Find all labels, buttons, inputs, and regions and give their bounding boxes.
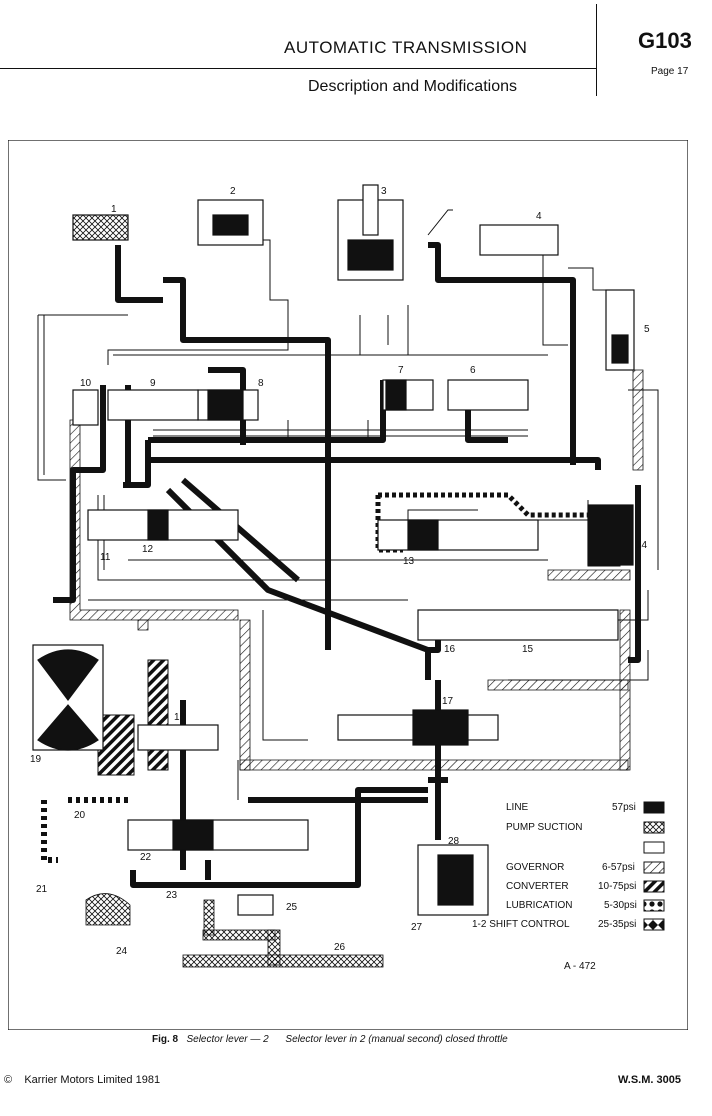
label-12: 12 <box>142 544 154 555</box>
component-5-valve <box>605 289 635 371</box>
label-14: 14 <box>636 540 648 551</box>
label-25: 25 <box>286 902 298 913</box>
document-code: G103 <box>638 28 692 53</box>
label-21: 21 <box>36 884 48 895</box>
label-16: 16 <box>444 644 456 655</box>
label-7: 7 <box>398 365 404 376</box>
header-divider <box>596 4 597 96</box>
legend-line-value: 57psi <box>612 802 636 813</box>
label-8: 8 <box>258 378 264 389</box>
label-18: 18 <box>174 712 186 723</box>
label-4: 4 <box>536 211 542 222</box>
label-6: 6 <box>470 365 476 376</box>
legend-line-swatch <box>643 801 665 814</box>
legend-shift-value: 25-35psi <box>598 919 636 930</box>
legend-converter-name: CONVERTER <box>506 881 569 892</box>
label-1: 1 <box>111 204 117 215</box>
legend-lubrication-name: LUBRICATION <box>506 900 573 911</box>
component-4-reservoir <box>479 224 559 256</box>
legend-shift-name: 1-2 SHIFT CONTROL <box>472 919 570 930</box>
footer-copyright: © Karrier Motors Limited 1981 <box>4 1074 160 1086</box>
label-23: 23 <box>166 890 178 901</box>
governor-lines <box>69 369 644 771</box>
component-25 <box>237 894 274 916</box>
section-subtitle: Description and Modifications <box>308 78 517 95</box>
legend-governor-name: GOVERNOR <box>506 862 564 873</box>
label-28: 28 <box>448 836 460 847</box>
page-number: Page 17 <box>651 66 689 77</box>
label-10: 10 <box>80 378 92 389</box>
hydraulic-circuit-diagram: 1 2 3 4 5 6 7 8 9 10 11 12 13 14 15 16 1… <box>8 140 688 1030</box>
valve-6 <box>447 379 529 411</box>
label-22: 22 <box>140 852 152 863</box>
valve-18 <box>137 724 219 751</box>
figure-number: Fig. 8 <box>152 1034 179 1045</box>
section-title: AUTOMATIC TRANSMISSION <box>284 38 528 57</box>
label-20: 20 <box>74 810 86 821</box>
legend-suction-name: PUMP SUCTION <box>506 822 583 833</box>
legend-governor-value: 6-57psi <box>602 862 635 873</box>
figure-caption: Fig. 8 Selector lever — 2 Selector lever… <box>152 1034 508 1045</box>
label-27: 27 <box>411 922 423 933</box>
legend-converter-value: 10-75psi <box>598 881 636 892</box>
valve-13 <box>377 519 539 551</box>
component-1-accumulator <box>72 214 129 241</box>
line-pressure-pipes <box>53 242 641 888</box>
label-13: 13 <box>403 556 415 567</box>
valve-9 <box>107 389 199 421</box>
copyright-symbol: © <box>4 1074 13 1086</box>
header-rule <box>0 68 596 69</box>
legend-governor-swatch <box>643 861 665 874</box>
manual-reference: W.S.M. 3005 <box>618 1074 681 1086</box>
label-19: 19 <box>30 754 42 765</box>
label-26: 26 <box>334 942 346 953</box>
label-17: 17 <box>442 696 454 707</box>
legend-lubrication-value: 5-30psi <box>604 900 637 911</box>
legend-lubrication-swatch <box>643 899 665 912</box>
pump-suction <box>85 893 384 968</box>
caption-part-1: Selector lever — 2 <box>186 1034 269 1045</box>
legend-line-name: LINE <box>506 802 529 813</box>
valve-14 <box>587 504 634 566</box>
valve-10 <box>72 389 99 426</box>
pressure-legend: LINE 57psi PUMP SUCTION GOVERNOR 6-57psi… <box>472 801 665 931</box>
label-5: 5 <box>644 324 650 335</box>
label-9: 9 <box>150 378 156 389</box>
legend-shift-swatch <box>643 918 665 931</box>
figure-reference: A - 472 <box>564 961 596 972</box>
company-name: Karrier Motors Limited 1981 <box>24 1074 161 1086</box>
valve-15-16 <box>417 609 619 641</box>
legend-suction-swatch <box>643 821 665 834</box>
components <box>32 184 635 916</box>
legend-exhaust-swatch <box>643 841 665 854</box>
legend-converter-swatch <box>643 880 665 893</box>
label-2: 2 <box>230 186 236 197</box>
component-labels: 1 2 3 4 5 6 7 8 9 10 11 12 13 14 15 16 1… <box>30 186 650 972</box>
label-11: 11 <box>100 552 111 563</box>
valve-22 <box>127 819 309 851</box>
converter-block <box>97 714 135 776</box>
label-24: 24 <box>116 946 128 957</box>
caption-part-2: Selector lever in 2 (manual second) clos… <box>285 1034 508 1045</box>
label-3: 3 <box>381 186 387 197</box>
label-15: 15 <box>522 644 534 655</box>
